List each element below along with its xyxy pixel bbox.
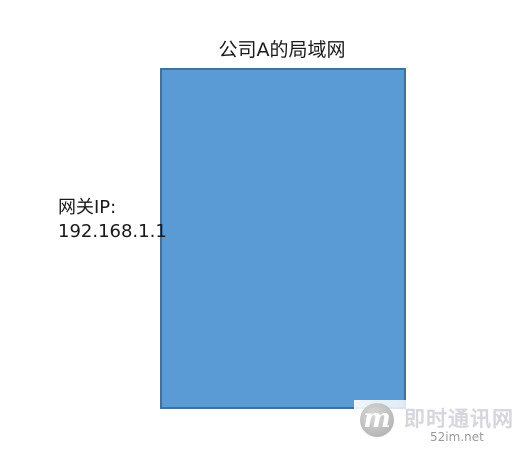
watermark-logo-icon: m	[360, 403, 394, 437]
lan-box	[160, 68, 406, 409]
watermark-site-name: 即时通讯网	[404, 407, 514, 431]
gateway-label: 网关IP:	[58, 197, 117, 218]
gateway-label-group: 网关IP: 192.168.1.1	[58, 196, 167, 244]
watermark: m 即时通讯网 52im.net	[354, 400, 523, 449]
watermark-site-url: 52im.net	[430, 430, 484, 444]
lan-title: 公司A的局域网	[218, 39, 346, 61]
gateway-ip: 192.168.1.1	[58, 221, 167, 242]
